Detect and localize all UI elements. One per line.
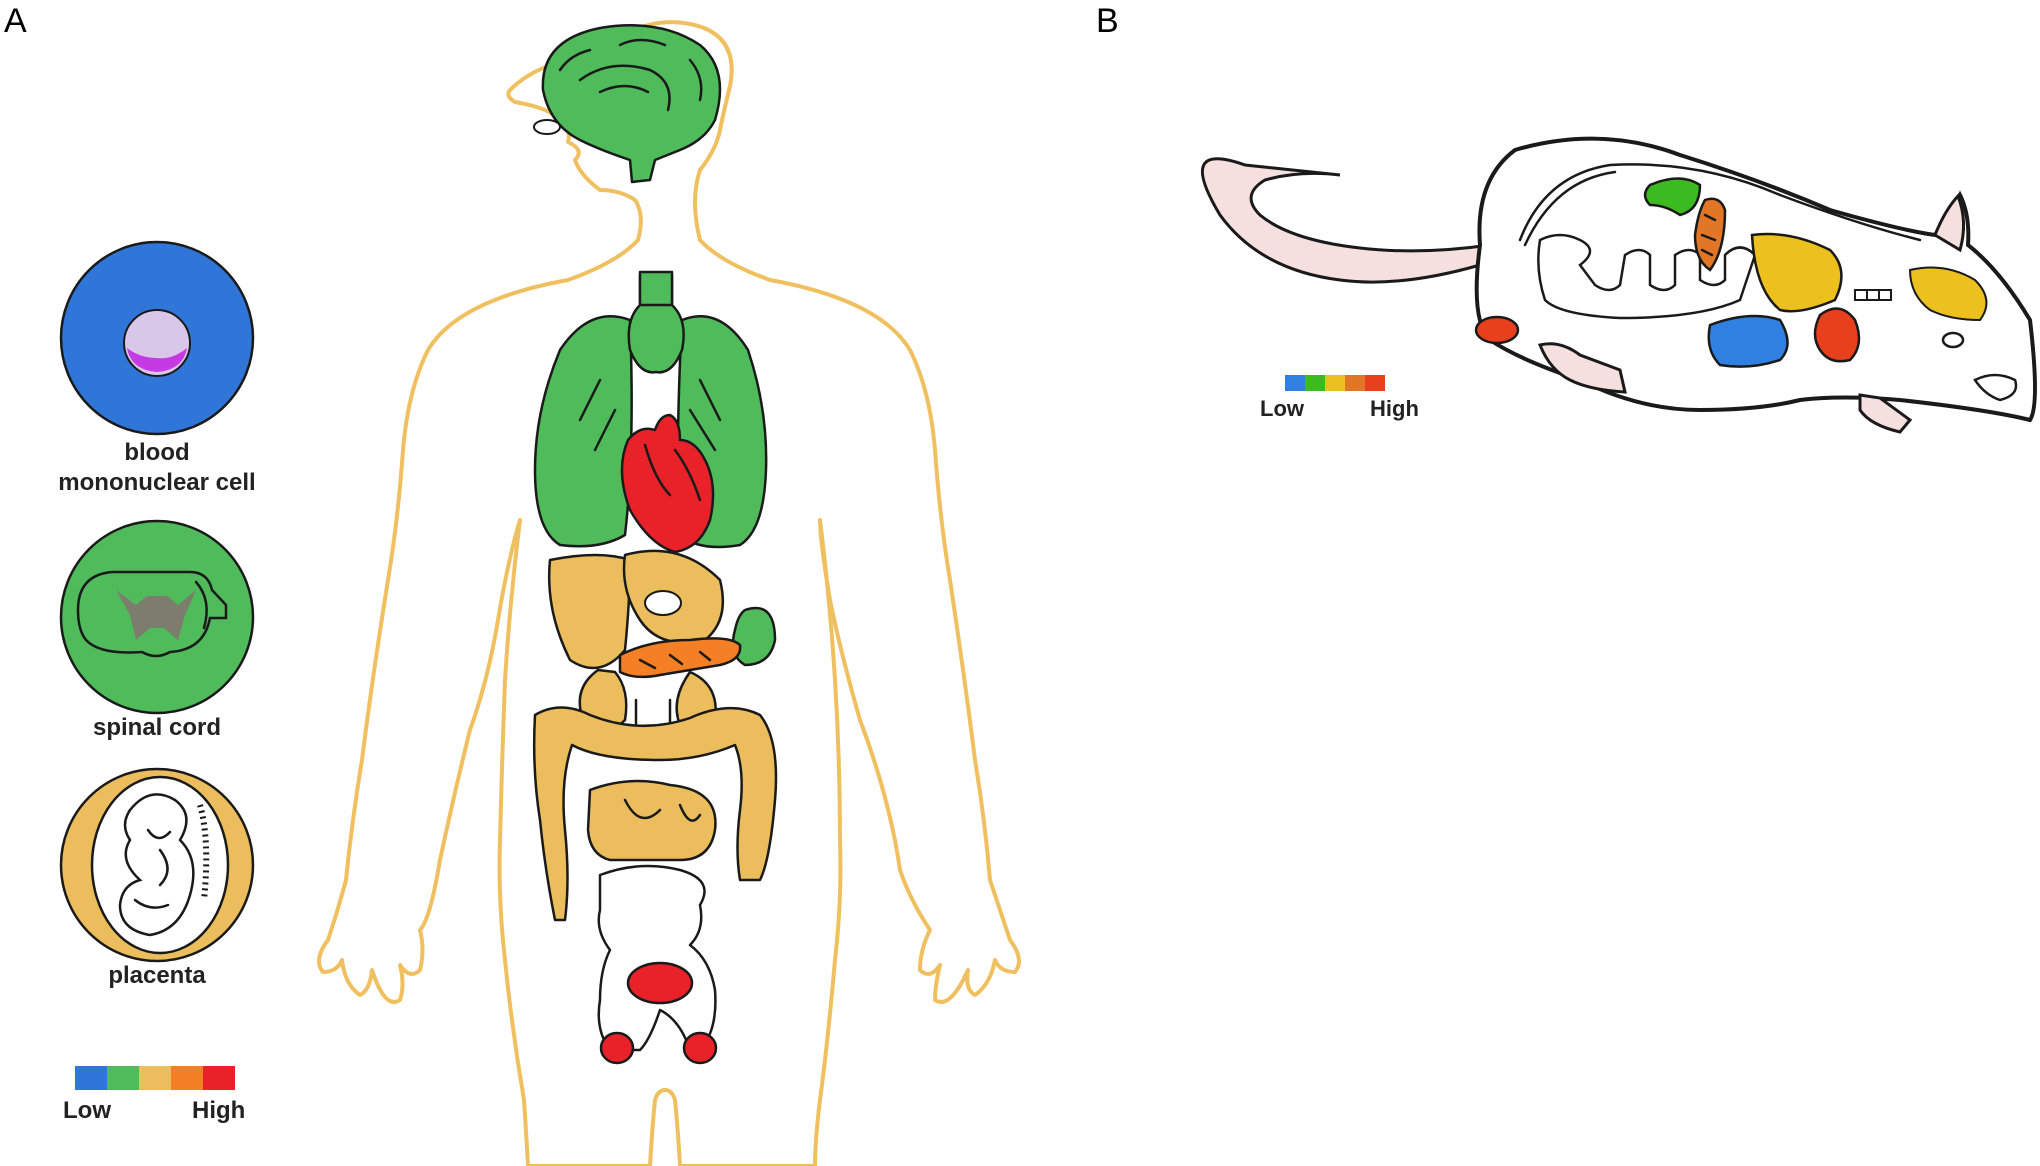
tissue-label-line: blood <box>124 439 189 466</box>
human-brain <box>533 24 722 184</box>
mouse-spine-line <box>1518 163 1922 242</box>
mouse-heart <box>1813 307 1861 363</box>
legend-swatch-high <box>203 1066 235 1090</box>
mouse-intestine <box>1537 233 1757 320</box>
human-bladder <box>626 961 694 1005</box>
mouse-back-line <box>1523 170 1617 247</box>
human-liver <box>547 553 632 670</box>
tissue-label-line: mononuclear cell <box>58 469 255 496</box>
mouse-kidney <box>1643 177 1702 217</box>
human-body-outline <box>317 20 1021 1166</box>
umbilical-cord <box>197 804 210 901</box>
spinal-cord-nerve <box>194 580 208 630</box>
panel-b-letter: B <box>1096 2 1119 40</box>
human-spleen <box>731 606 777 667</box>
mouse-eye <box>1941 331 1965 349</box>
fetus-outline <box>118 793 195 937</box>
human-heart-vessels <box>643 443 702 502</box>
human-testis-right <box>682 1031 718 1065</box>
mouse-tail <box>1200 157 1493 284</box>
tissue-blood-mononuclear-cell: blood mononuclear cell <box>58 240 256 496</box>
fetus-details <box>133 828 172 909</box>
mouse-brain <box>1908 266 1988 322</box>
human-testis-left <box>599 1031 635 1065</box>
mouse-testis <box>1474 315 1520 345</box>
mouse-hind-leg <box>1537 342 1627 394</box>
legend-swatch-mid-high <box>171 1066 203 1090</box>
legend-swatch-high <box>1365 375 1385 391</box>
human-trachea <box>638 270 674 307</box>
legend-a: Low High <box>63 1066 245 1124</box>
mouse-ear <box>1933 193 1965 253</box>
tissue-label: placenta <box>108 962 206 989</box>
legend-swatch-low <box>1285 375 1305 391</box>
tissue-label: spinal cord <box>93 714 221 741</box>
legend-swatch-mid <box>139 1066 171 1090</box>
mouse-snout-detail <box>1973 373 2018 402</box>
legend-swatch-low <box>75 1066 107 1090</box>
legend-swatch-low-mid <box>107 1066 139 1090</box>
legend-high-label: High <box>1370 396 1419 421</box>
human-small-intestine <box>586 779 717 862</box>
legend-swatch-low-mid <box>1305 375 1325 391</box>
legend-high-label: High <box>192 1097 245 1124</box>
tissue-placenta: placenta <box>59 767 255 989</box>
human-large-intestine <box>532 706 778 922</box>
legend-swatch-mid-high <box>1345 375 1365 391</box>
mouse-trachea <box>1854 289 1892 301</box>
mouse-liver <box>1707 314 1789 368</box>
legend-low-label: Low <box>1260 396 1305 421</box>
tissue-spinal-cord: spinal cord <box>59 519 255 741</box>
mouse-pancreas <box>1693 197 1727 272</box>
panel-a-letter: A <box>4 2 27 40</box>
human-pancreas <box>618 637 742 679</box>
human-heart <box>620 413 715 554</box>
grey-matter <box>116 590 196 640</box>
human-stomach-opening <box>644 590 682 616</box>
mouse-fore-leg <box>1858 393 1913 434</box>
legend-low-label: Low <box>63 1097 111 1124</box>
legend-swatch-mid <box>1325 375 1345 391</box>
legend-b: Low High <box>1260 375 1419 421</box>
mouse-liver-lung-yellow <box>1750 232 1843 313</box>
human-pelvis <box>597 864 717 1052</box>
cell-cytoplasm <box>127 348 187 372</box>
mouse-body-outline <box>1474 136 2037 423</box>
